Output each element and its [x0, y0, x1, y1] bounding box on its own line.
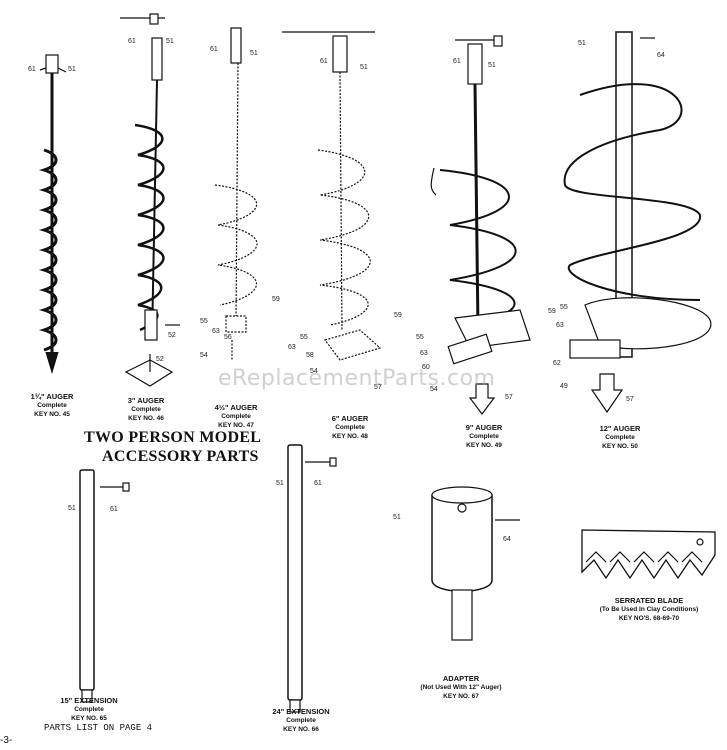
callout-55: 55 — [416, 334, 424, 341]
callout-54: 54 — [430, 386, 438, 393]
callout-51: 51 — [276, 480, 284, 487]
callout-60: 60 — [422, 364, 430, 371]
blade-drawing — [581, 529, 716, 580]
watermark: eReplacementParts.com — [218, 366, 496, 391]
callout-51: 51 — [360, 64, 368, 71]
callout-51: 51 — [68, 505, 76, 512]
callout-51: 51 — [250, 50, 258, 57]
callout-64: 64 — [657, 52, 665, 59]
callout-63: 63 — [212, 328, 220, 335]
callout-61: 61 — [453, 58, 461, 65]
auger-6-drawing — [282, 31, 382, 361]
page-number: -3- — [0, 735, 13, 746]
callout-63: 63 — [556, 322, 564, 329]
ext-15-drawing — [79, 469, 130, 703]
callout-59: 59 — [394, 312, 402, 319]
auger-3-drawing — [120, 13, 180, 387]
callout-55: 55 — [200, 318, 208, 325]
caption-blade: SERRATED BLADE(To Be Used In Clay Condit… — [599, 596, 699, 622]
ext-24-drawing — [287, 444, 337, 713]
callout-57: 57 — [505, 394, 513, 401]
callout-51: 51 — [488, 62, 496, 69]
callout-52: 52 — [156, 356, 164, 363]
callout-51: 51 — [166, 38, 174, 45]
callout-61: 61 — [128, 38, 136, 45]
callout-52: 52 — [168, 332, 176, 339]
callout-55: 55 — [560, 304, 568, 311]
callout-61: 61 — [28, 66, 36, 73]
auger-12-drawing — [563, 31, 712, 414]
callout-55: 55 — [300, 334, 308, 341]
callout-61: 61 — [314, 480, 322, 487]
callout-61: 61 — [320, 58, 328, 65]
callout-49: 49 — [560, 383, 568, 390]
callout-51: 51 — [393, 514, 401, 521]
callout-51: 51 — [578, 40, 586, 47]
callout-58: 58 — [306, 352, 314, 359]
caption-adapter: ADAPTER(Not Used With 12" Auger)KEY NO. … — [420, 674, 502, 700]
callout-62: 62 — [553, 360, 561, 367]
callout-51: 51 — [68, 66, 76, 73]
callout-57: 57 — [374, 384, 382, 391]
adapter-drawing — [431, 486, 520, 641]
callout-56: 56 — [224, 334, 232, 341]
callout-57: 57 — [626, 396, 634, 403]
callout-59: 59 — [272, 296, 280, 303]
callout-54: 54 — [200, 352, 208, 359]
callout-59: 59 — [548, 308, 556, 315]
page-title: TWO PERSON MODEL ACCESSORY PARTS — [84, 429, 262, 465]
auger-4-5-drawing — [214, 27, 258, 360]
parts-list-note: PARTS LIST ON PAGE 4 — [44, 723, 153, 733]
callout-54: 54 — [310, 368, 318, 375]
auger-1-75-drawing — [38, 54, 67, 375]
callout-61: 61 — [110, 506, 118, 513]
callout-61: 61 — [210, 46, 218, 53]
callout-64: 64 — [503, 536, 511, 543]
callout-63: 63 — [420, 350, 428, 357]
callout-63: 63 — [288, 344, 296, 351]
auger-9-drawing — [430, 35, 531, 415]
